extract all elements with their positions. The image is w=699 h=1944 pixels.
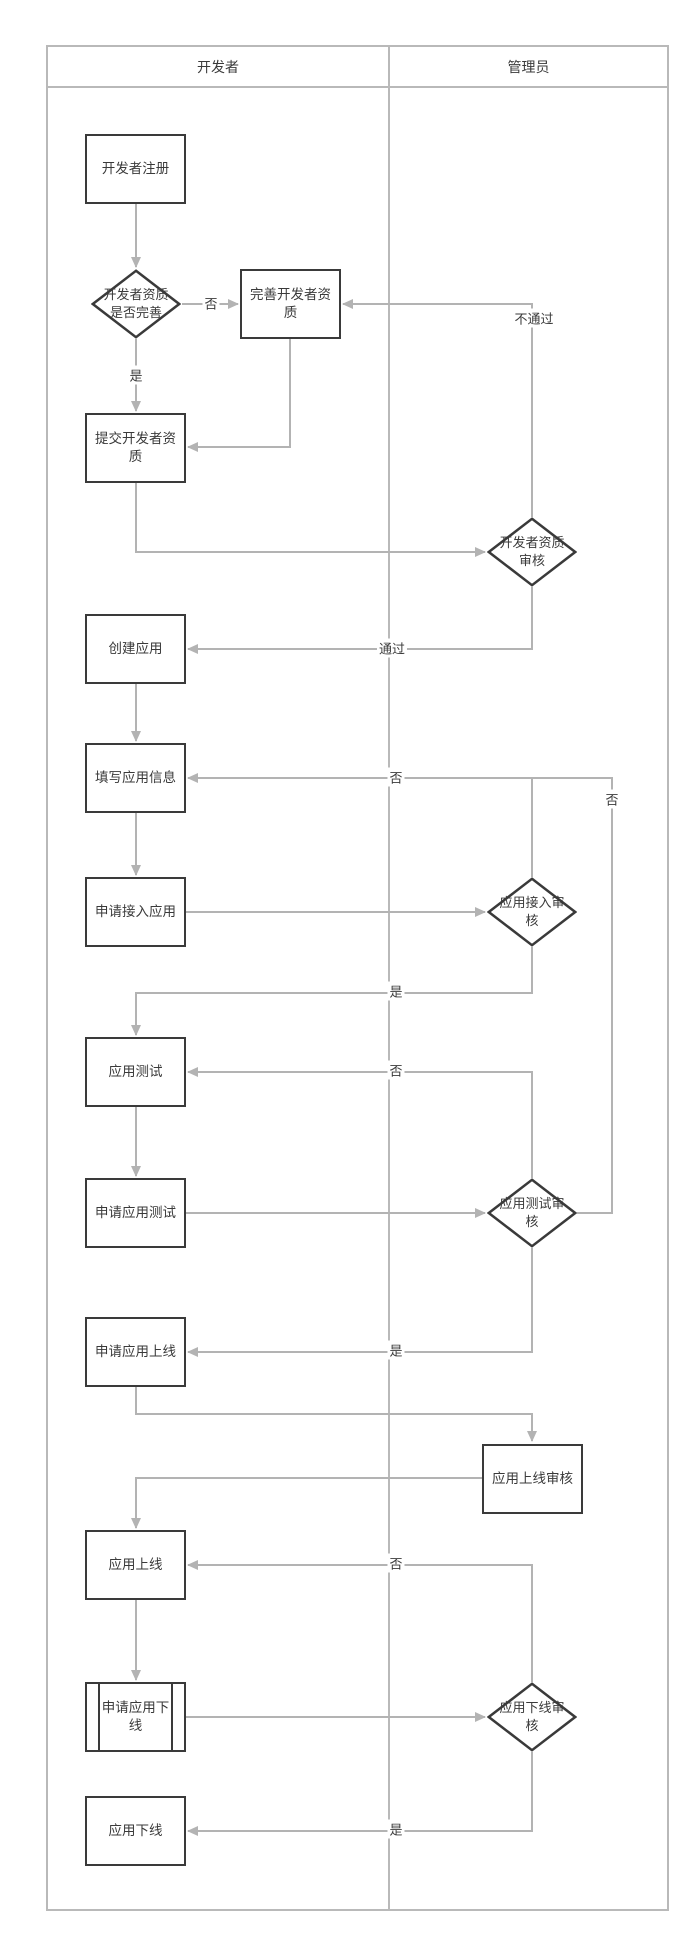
diamond-shape xyxy=(487,517,577,587)
subprocess-bar-right xyxy=(171,1684,173,1750)
node-fill-app-info: 填写应用信息 xyxy=(85,743,186,813)
node-label: 应用下线审核 xyxy=(499,1700,565,1733)
node-label: 应用下线 xyxy=(108,1822,163,1838)
lane-header-developer: 开发者 xyxy=(197,59,239,75)
node-app-test: 应用测试 xyxy=(85,1037,186,1107)
decision-test-review: 应用测试审核 xyxy=(487,1178,577,1248)
node-online-review: 应用上线审核 xyxy=(482,1444,583,1514)
edge-label-fail-review: 不通过 xyxy=(512,308,556,328)
node-submit-qualification: 提交开发者资质 xyxy=(85,413,186,483)
node-label: 提交开发者资质 xyxy=(95,430,176,464)
node-label: 申请应用上线 xyxy=(95,1343,176,1359)
node-label: 开发者资质审核 xyxy=(499,535,565,568)
lane-header-admin: 管理员 xyxy=(507,59,550,75)
edge-label-no-test-info: 否 xyxy=(603,789,621,809)
node-label: 完善开发者资质 xyxy=(250,286,331,320)
edge-label-no-qualification: 否 xyxy=(202,293,220,313)
edge-label-yes-test: 是 xyxy=(387,1340,405,1360)
edge-label-no-offline: 否 xyxy=(387,1553,405,1573)
node-label: 应用测试审核 xyxy=(499,1196,565,1229)
node-label: 开发者注册 xyxy=(101,160,170,176)
decision-qualification-complete: 开发者资质是否完善 xyxy=(91,269,181,339)
edge-label-yes-offline: 是 xyxy=(387,1819,405,1839)
node-apply-online: 申请应用上线 xyxy=(85,1317,186,1387)
node-apply-test: 申请应用测试 xyxy=(85,1178,186,1248)
edge-label-yes-access: 是 xyxy=(387,981,405,1001)
node-developer-register: 开发者注册 xyxy=(85,134,186,204)
edge-label-no-test: 否 xyxy=(387,1060,405,1080)
node-label: 应用上线 xyxy=(108,1556,163,1572)
decision-offline-review: 应用下线审核 xyxy=(487,1682,577,1752)
decision-qualification-review: 开发者资质审核 xyxy=(487,517,577,587)
node-label: 应用上线审核 xyxy=(492,1470,573,1486)
edge-label-pass-review: 通过 xyxy=(376,638,408,658)
node-label: 申请应用测试 xyxy=(95,1204,176,1220)
node-label: 开发者资质是否完善 xyxy=(103,287,169,320)
edge-label-no-access: 否 xyxy=(387,767,405,787)
node-improve-qualification: 完善开发者资质 xyxy=(240,269,341,339)
diamond-shape xyxy=(487,1682,577,1752)
node-app-offline: 应用下线 xyxy=(85,1796,186,1866)
node-app-online: 应用上线 xyxy=(85,1530,186,1600)
decision-access-review: 应用接入审核 xyxy=(487,877,577,947)
node-label: 填写应用信息 xyxy=(95,769,176,785)
node-label: 申请接入应用 xyxy=(95,903,176,919)
node-label: 应用测试 xyxy=(108,1063,163,1079)
diamond-shape xyxy=(487,1178,577,1248)
node-apply-offline: 申请应用下线 xyxy=(85,1682,186,1752)
diamond-shape xyxy=(91,269,181,339)
node-apply-access: 申请接入应用 xyxy=(85,877,186,947)
node-label: 应用接入审核 xyxy=(499,895,565,928)
node-create-app: 创建应用 xyxy=(85,614,186,684)
subprocess-bar-left xyxy=(98,1684,100,1750)
diamond-shape xyxy=(487,877,577,947)
node-label: 申请应用下线 xyxy=(101,1699,170,1733)
edge-label-yes-qualification: 是 xyxy=(127,365,145,385)
node-label: 创建应用 xyxy=(108,640,163,656)
